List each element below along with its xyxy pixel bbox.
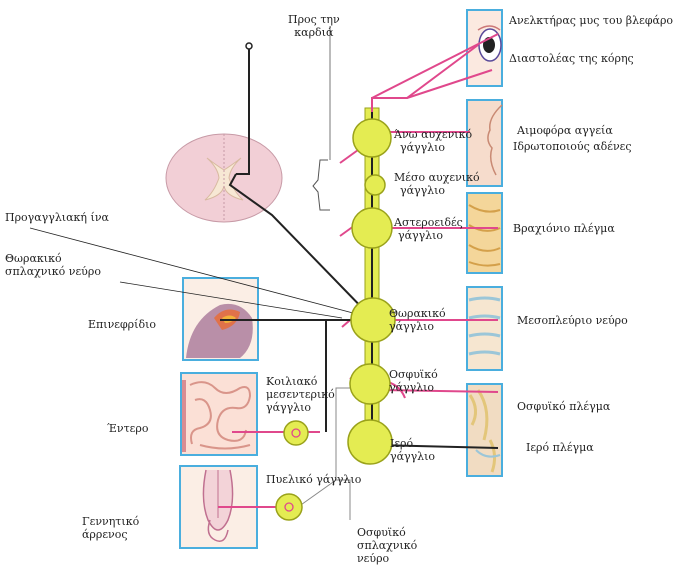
label-eyelid-lifter: Ανελκτήρας μυς του βλεφάρου bbox=[509, 14, 673, 27]
to-heart-bracket bbox=[313, 160, 330, 210]
label-lumbar-splanchnic-line3: νεύρο bbox=[357, 552, 417, 565]
label-sacral-ganglion: Ιερό γάγγλιο bbox=[390, 437, 435, 463]
stellate-ganglion bbox=[352, 208, 392, 248]
lumbar-ganglion bbox=[350, 364, 390, 404]
label-sacral-ganglion-line1: Ιερό bbox=[390, 437, 435, 450]
label-to-heart-line2: καρδιά bbox=[288, 26, 340, 39]
label-lumbar-splanchnic: Οσφυϊκό σπλαχνικό νεύρο bbox=[357, 526, 417, 565]
superior-cervical-ganglion bbox=[353, 119, 391, 157]
label-lumbar-ganglion-line2: γάγγλιο bbox=[389, 381, 438, 394]
label-male-genitals: Γεννητικό άρρενος bbox=[82, 515, 139, 541]
label-thoracic-splanchnic-line2: σπλαχνικό νεύρο bbox=[5, 265, 101, 278]
label-thoracic-ganglion-line2: γάγγλιο bbox=[389, 320, 446, 333]
label-thoracic-ganglion: Θωρακικό γάγγλιο bbox=[389, 307, 446, 333]
label-to-heart: Προς την καρδιά bbox=[288, 13, 340, 39]
label-thoracic-splanchnic-line1: Θωρακικό bbox=[5, 252, 101, 265]
label-pelvic-ganglion: Πυελικό γάγγλιο bbox=[266, 473, 361, 486]
label-thoracic-ganglion-line1: Θωρακικό bbox=[389, 307, 446, 320]
label-celiac-line3: γάγγλιο bbox=[266, 401, 335, 414]
label-stellate: Αστεροειδές γάγγλιο bbox=[394, 216, 463, 242]
label-celiac-mesenteric: Κοιλιακό μεσεντερικό γάγγλιο bbox=[266, 375, 335, 414]
label-brachial-plexus: Βραχιόνιο πλέγμα bbox=[513, 222, 615, 235]
label-sacral-ganglion-line2: γάγγλιο bbox=[390, 450, 435, 463]
label-intestine: Έντερο bbox=[107, 422, 148, 435]
label-lumbar-ganglion-line1: Οσφυϊκό bbox=[389, 368, 438, 381]
label-to-heart-line1: Προς την bbox=[288, 13, 340, 26]
label-middle-cervical: Μέσο αυχενικό γάγγλιο bbox=[394, 171, 480, 197]
label-thoracic-splanchnic: Θωρακικό σπλαχνικό νεύρο bbox=[5, 252, 101, 278]
label-sweat-glands: Ιδρωτοποιούς αδένες bbox=[513, 140, 632, 153]
label-preganglionic-fiber: Προγαγγλιακή ίνα bbox=[5, 211, 109, 224]
arm-panel bbox=[467, 193, 502, 273]
label-stellate-line1: Αστεροειδές bbox=[394, 216, 463, 229]
label-sacral-plexus: Ιερό πλέγμα bbox=[526, 441, 594, 454]
label-male-genitals-line1: Γεννητικό bbox=[82, 515, 139, 528]
label-lumbar-splanchnic-line1: Οσφυϊκό bbox=[357, 526, 417, 539]
label-lumbar-plexus: Οσφυϊκό πλέγμα bbox=[517, 400, 610, 413]
label-lumbar-splanchnic-line2: σπλαχνικό bbox=[357, 539, 417, 552]
label-celiac-line1: Κοιλιακό bbox=[266, 375, 335, 388]
label-middle-cervical-line1: Μέσο αυχενικό bbox=[394, 171, 480, 184]
label-male-genitals-line2: άρρενος bbox=[82, 528, 139, 541]
sacral-ganglion bbox=[348, 420, 392, 464]
label-middle-cervical-line2: γάγγλιο bbox=[394, 184, 480, 197]
lumbar-sacral-panel bbox=[467, 384, 502, 476]
label-pupil-dilator: Διαστολέας της κόρης bbox=[509, 52, 634, 65]
label-intercostal-nerve: Μεσοπλεύριο νεύρο bbox=[517, 314, 628, 327]
label-superior-cervical: Άνω αυχενικό γάγγλιο bbox=[394, 128, 472, 154]
middle-cervical-ganglion bbox=[365, 175, 385, 195]
intestine-panel bbox=[181, 373, 257, 455]
label-celiac-line2: μεσεντερικό bbox=[266, 388, 335, 401]
ribs-panel bbox=[467, 287, 502, 370]
label-blood-vessels: Αιμοφόρα αγγεία bbox=[517, 124, 613, 137]
label-adrenal: Επινεφρίδιο bbox=[88, 318, 156, 331]
label-superior-cervical-line1: Άνω αυχενικό bbox=[394, 128, 472, 141]
label-stellate-line2: γάγγλιο bbox=[394, 229, 463, 242]
spinal-nerve-root bbox=[246, 43, 252, 49]
label-superior-cervical-line2: γάγγλιο bbox=[394, 141, 472, 154]
label-lumbar-ganglion: Οσφυϊκό γάγγλιο bbox=[389, 368, 438, 394]
